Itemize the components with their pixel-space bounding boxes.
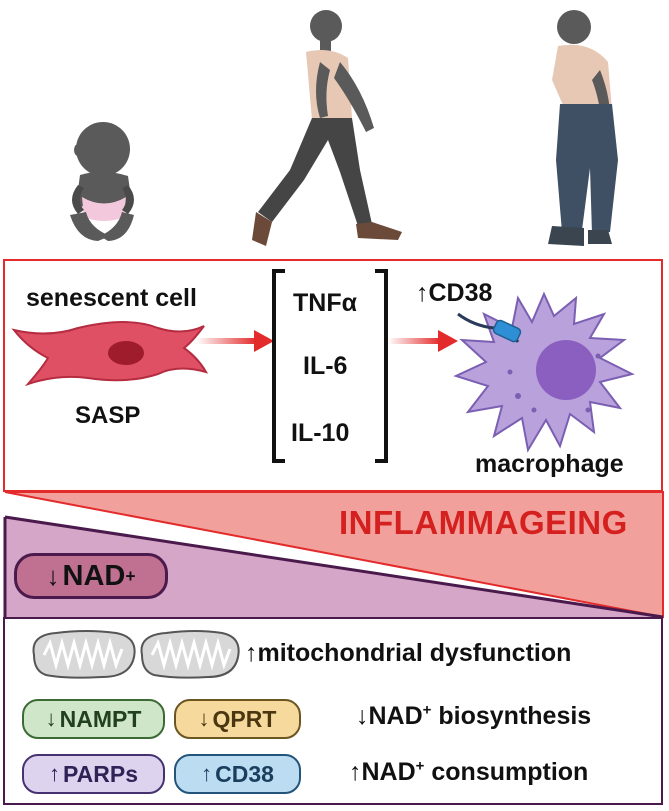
senescent-cell-label: senescent cell [26, 284, 197, 312]
sasp-label: SASP [75, 402, 141, 429]
up-arrow-icon: ↑ [201, 761, 213, 786]
cd38-upregulated-label: ↑CD38 [416, 279, 493, 307]
nad-biosynthesis-label: ↓NAD+ biosynthesis [356, 701, 592, 730]
down-arrow-icon: ↓ [198, 706, 210, 731]
up-arrow-icon: ↑ [416, 279, 429, 307]
mitochondrial-dysfunction-label: ↑mitochondrial dysfunction [245, 639, 572, 667]
inflammageing-label: INFLAMMAGEING [339, 504, 628, 541]
down-arrow-icon: ↓ [46, 560, 60, 591]
ageing-people-illustration [70, 10, 618, 246]
up-arrow-icon: ↑ [245, 639, 258, 667]
macrophage-icon [453, 291, 635, 453]
cytokine-tnfa: TNFα [293, 289, 357, 317]
cd38-increase-badge: ↑CD38 [174, 754, 301, 794]
nad-decrease-badge: ↓NAD+ [14, 553, 168, 599]
nad-consumption-label: ↑NAD+ consumption [349, 757, 589, 786]
qprt-decrease-badge: ↓QPRT [174, 699, 301, 739]
cytokine-il10: IL-10 [291, 419, 350, 447]
cytokine-il6: IL-6 [303, 352, 348, 380]
arrow-right-icon [388, 330, 458, 352]
macrophage-label: macrophage [475, 450, 624, 478]
up-arrow-icon: ↑ [49, 761, 60, 786]
baby-figure-icon [70, 122, 134, 241]
parps-increase-badge: ↑PARPs [22, 754, 165, 794]
elderly-figure-icon [548, 10, 618, 246]
down-arrow-icon: ↓ [45, 706, 57, 731]
inflammageing-nad-wedges [3, 491, 664, 619]
nampt-decrease-badge: ↓NAMPT [22, 699, 165, 739]
senescent-cell-icon [11, 321, 208, 387]
mitochondria-icon [32, 630, 240, 679]
adult-walking-figure-icon [252, 10, 402, 246]
down-arrow-icon: ↓ [356, 702, 369, 730]
cytokine-bracket [272, 269, 388, 463]
arrow-right-icon [196, 330, 274, 352]
up-arrow-icon: ↑ [349, 758, 362, 786]
